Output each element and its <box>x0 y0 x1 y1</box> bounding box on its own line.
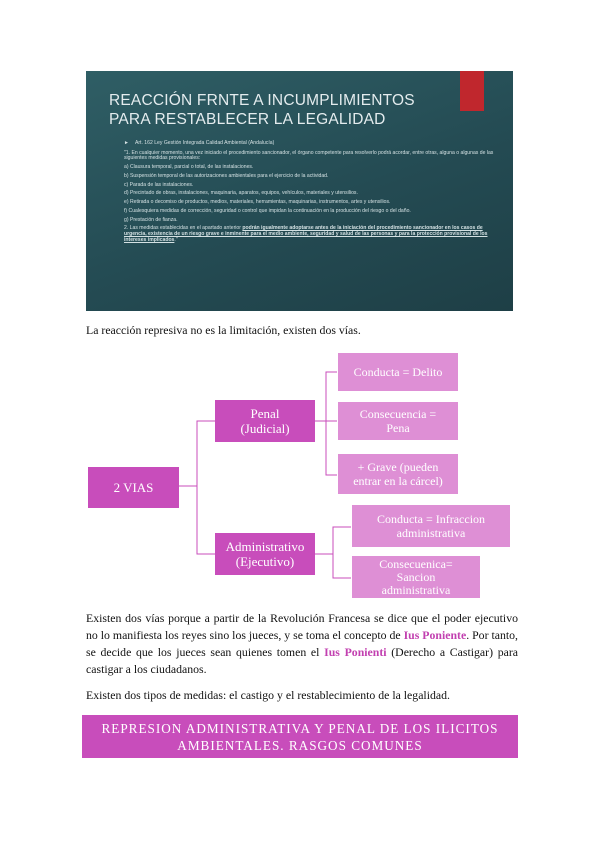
slide-item-g: g) Prestación de fianza. <box>124 216 178 223</box>
connector-penal-c1 <box>315 371 337 422</box>
slide-item-2-end: ." <box>174 236 178 243</box>
slide-item-a: a) Clausura temporal, parcial o total, d… <box>124 163 254 170</box>
connector-root-admin <box>179 485 215 555</box>
node-conducta-infraccion: Conducta = Infraccion administrativa <box>351 504 511 548</box>
node-2-vias-label: 2 VIAS <box>113 480 154 495</box>
paragraph2-part1: Existen dos vías porque a partir de la R… <box>86 611 518 642</box>
connector-admin-c1 <box>315 526 351 555</box>
slide-title-line1: REACCIÓN FRNTE A INCUMPLIMIENTOS <box>109 92 415 109</box>
term-ius-ponienti: Ius Ponienti <box>324 645 387 659</box>
slide-article-text: Art. 162 Ley Gestión Integrada Calidad A… <box>134 140 275 146</box>
connector-penal-c3 <box>315 420 337 476</box>
paragraph2-part3: (Derecho a Castigar) para castigar a los… <box>86 645 518 676</box>
node-conducta-delito: Conducta = Delito <box>337 352 459 392</box>
slide-item-2: 2. Las medidas establecidas en el aparta… <box>124 226 494 243</box>
node-administrativo: Administrativo (Ejecutivo) <box>215 533 315 575</box>
node-consecuencia-pena: Consecuencia = Pena <box>337 401 459 441</box>
slide-item-2-underlined: podrán igualmente adoptarse antes de la … <box>124 225 488 243</box>
node-sancion-line1: Consecuenica= <box>379 556 453 571</box>
slide-item-f: f) Cualesquiera medidas de corrección, s… <box>124 207 411 214</box>
slide-item-e: e) Retirada o decomiso de productos, med… <box>124 199 391 206</box>
node-2-vias: 2 VIAS <box>88 467 179 508</box>
node-consecuencia-sancion: Consecuenica= Sancion administrativa <box>351 555 481 599</box>
node-admin-line2: (Ejecutivo) <box>235 554 295 569</box>
slide-title: REACCIÓN FRNTE A INCUMPLIMIENTOS PARA RE… <box>109 91 449 129</box>
slide-item-b: b) Suspensión temporal de las autorizaci… <box>124 172 329 179</box>
node-consecuencia-line2: Pena <box>386 421 410 435</box>
paragraph-french-revolution: Existen dos vías porque a partir de la R… <box>86 610 518 678</box>
slide-intro: "1. En cualquier momento, una vez inicia… <box>124 149 494 162</box>
term-ius-poniente: Ius Poniente <box>403 628 467 642</box>
banner-line1: REPRESION ADMINISTRATIVA Y PENAL DE LOS … <box>101 720 499 736</box>
paragraph-two-measures: Existen dos tipos de medidas: el castigo… <box>86 688 450 702</box>
node-admin-line1: Administrativo <box>225 539 305 554</box>
section-heading-banner: REPRESION ADMINISTRATIVA Y PENAL DE LOS … <box>82 715 518 758</box>
diagram-connectors <box>179 371 351 579</box>
slide-body: ► Art. 162 Ley Gestión Integrada Calidad … <box>124 140 494 246</box>
node-sancion-line2: Sancion <box>396 569 436 584</box>
slide-article: ► Art. 162 Ley Gestión Integrada Calidad … <box>124 140 494 147</box>
node-grave-line2: entrar en la cárcel) <box>353 474 443 488</box>
slide-title-line2: PARA RESTABLECER LA LEGALIDAD <box>109 111 386 128</box>
triangle-bullet-icon: ► <box>124 140 129 146</box>
node-consecuencia-line1: Consecuencia = <box>359 407 437 421</box>
paragraph-two-ways: La reacción represiva no es la limitació… <box>86 323 361 337</box>
node-grave: + Grave (pueden entrar en la cárcel) <box>337 453 459 495</box>
slide-item-d: d) Precintado de obras, instalaciones, m… <box>124 190 358 197</box>
connector-admin-c2 <box>315 553 351 579</box>
node-penal-line1: Penal <box>250 406 280 421</box>
two-ways-diagram: 2 VIAS Penal (Judicial) Administrativo (… <box>80 352 520 600</box>
connector-root-penal <box>179 420 215 487</box>
node-infraccion-line1: Conducta = Infraccion <box>376 512 486 526</box>
slide-item-c: c) Parada de las instalaciones. <box>124 181 194 188</box>
node-grave-line1: + Grave (pueden <box>357 460 439 474</box>
slide-image: REACCIÓN FRNTE A INCUMPLIMIENTOS PARA RE… <box>86 71 513 311</box>
node-infraccion-line2: administrativa <box>396 526 466 540</box>
node-sancion-line3: administrativa <box>381 582 451 597</box>
node-penal-line2: (Judicial) <box>240 421 290 436</box>
banner-line2: AMBIENTALES. RASGOS COMUNES <box>177 737 423 753</box>
node-penal: Penal (Judicial) <box>215 400 315 442</box>
slide-item-2-start: 2. Las medidas establecidas en el aparta… <box>124 225 243 232</box>
bookmark-ribbon <box>460 71 484 111</box>
node-conducta-delito-label: Conducta = Delito <box>353 365 443 379</box>
paragraph2-part2: . Por tanto, se decide que los jueces se… <box>86 628 518 659</box>
